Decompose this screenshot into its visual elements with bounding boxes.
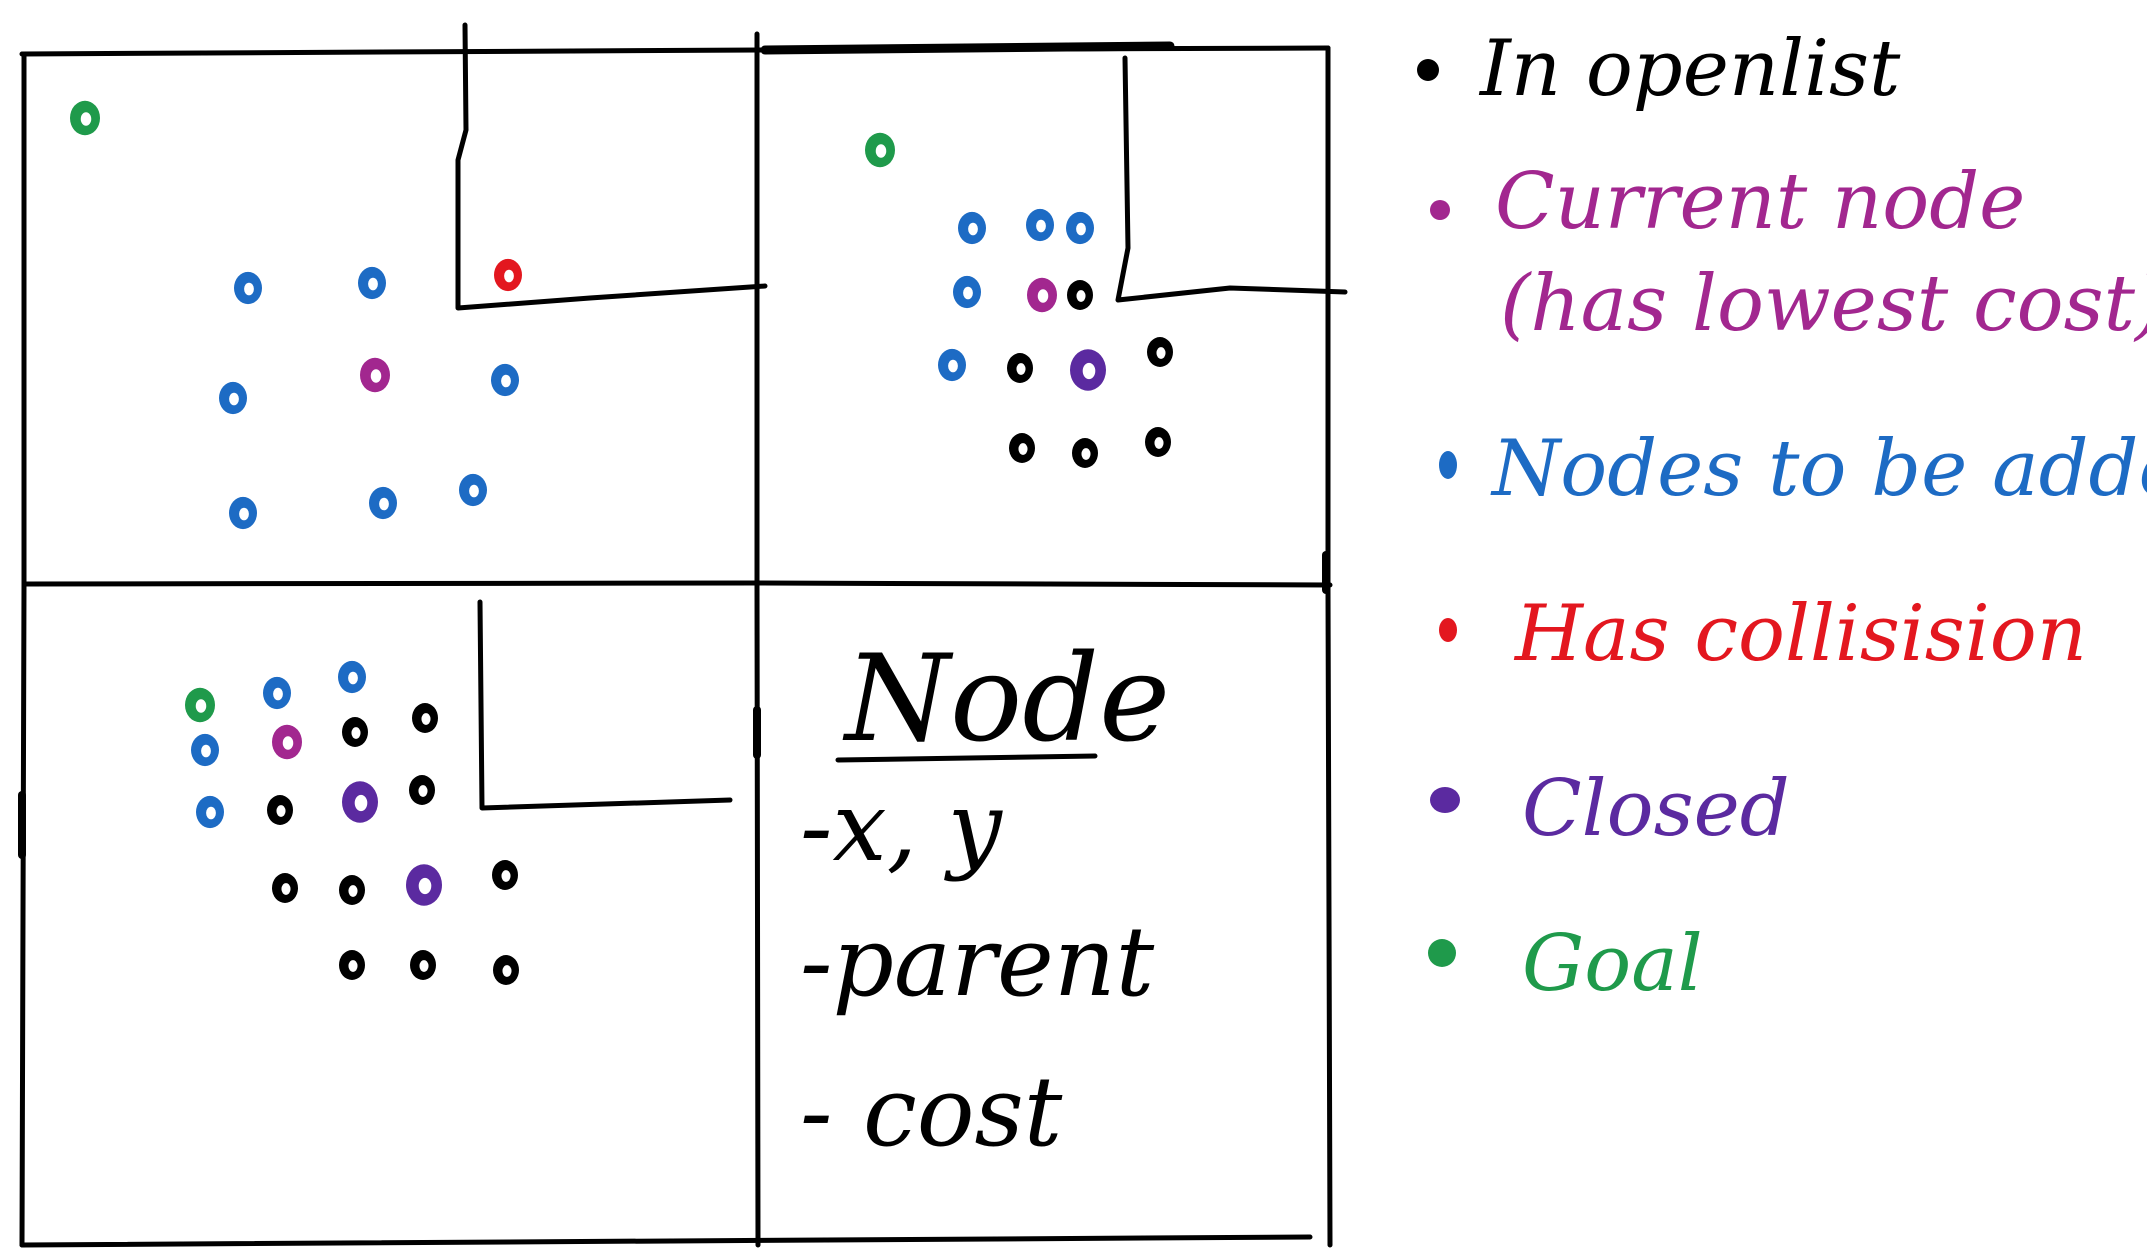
panel-step-3 bbox=[185, 660, 519, 985]
step-2-dot-highlight bbox=[1016, 363, 1026, 375]
step-3-dot-highlight bbox=[348, 671, 358, 685]
step-3-dot-highlight bbox=[348, 960, 358, 972]
step-1-dot-highlight bbox=[379, 497, 389, 511]
step-2-dot-highlight bbox=[963, 286, 973, 300]
step-3-dot-highlight bbox=[206, 806, 216, 820]
legend-item-open: In openlist bbox=[1417, 24, 1901, 114]
wall-panel-3 bbox=[477, 599, 733, 811]
legend-item-goal: Goal bbox=[1428, 919, 1703, 1009]
step-2-dot-highlight bbox=[1082, 362, 1096, 380]
legend-dot-collision bbox=[1439, 618, 1457, 642]
step-2-dot-highlight bbox=[1036, 219, 1046, 233]
wall-panel-1 bbox=[455, 22, 768, 311]
legend: In openlist Current node (has lowest cos… bbox=[1417, 24, 2147, 1009]
legend-label-current-note: (has lowest cost) bbox=[1500, 259, 2147, 349]
step-1-dot-highlight bbox=[370, 369, 382, 383]
step-3-dot-highlight bbox=[354, 794, 368, 812]
legend-dot-closed bbox=[1430, 787, 1460, 813]
step-3-dot-highlight bbox=[348, 885, 358, 897]
step-3-dot-highlight bbox=[418, 785, 428, 797]
step-2-dot-highlight bbox=[1156, 347, 1166, 359]
step-2-dot-highlight bbox=[968, 222, 978, 236]
step-3-dot-highlight bbox=[282, 736, 294, 750]
frame-top-left bbox=[19, 47, 763, 57]
step-2-dot-highlight bbox=[948, 359, 958, 373]
legend-dot-open bbox=[1417, 59, 1439, 81]
step-2-dot-highlight bbox=[1076, 222, 1086, 236]
frame-left-edge bbox=[19, 51, 27, 1248]
frame-middle-horizontal bbox=[21, 580, 1333, 588]
legend-item-current: Current node (has lowest cost) bbox=[1430, 157, 2147, 349]
legend-dot-to-add bbox=[1439, 451, 1457, 479]
step-1-dot-highlight bbox=[368, 277, 378, 291]
node-field-xy: -x, y bbox=[800, 771, 1004, 883]
legend-item-closed: Closed bbox=[1430, 764, 1790, 854]
legend-label-goal: Goal bbox=[1522, 919, 1703, 1009]
legend-item-collision: Has collisision bbox=[1439, 589, 2087, 679]
step-3-dot-highlight bbox=[273, 687, 283, 701]
step-3-dot-highlight bbox=[419, 960, 429, 972]
frame-top-thick bbox=[760, 41, 1175, 55]
legend-dot-goal bbox=[1428, 939, 1456, 967]
step-2-dot-highlight bbox=[1076, 290, 1086, 302]
step-3-dot-highlight bbox=[276, 805, 286, 817]
step-3-dot-highlight bbox=[501, 870, 511, 882]
step-1-dot-highlight bbox=[80, 112, 92, 126]
step-2-dot-highlight bbox=[1018, 443, 1028, 455]
step-1-dot-highlight bbox=[469, 484, 479, 498]
node-field-parent: -parent bbox=[800, 906, 1155, 1018]
step-1-dot-highlight bbox=[229, 392, 239, 406]
step-2-dot-highlight bbox=[1037, 289, 1049, 303]
node-field-cost: - cost bbox=[800, 1056, 1063, 1168]
step-1-dot-highlight bbox=[244, 282, 254, 296]
step-1-dot-highlight bbox=[239, 507, 249, 521]
legend-label-to-add: Nodes to be added bbox=[1490, 424, 2147, 514]
step-3-dot-highlight bbox=[351, 727, 361, 739]
step-3-dot-highlight bbox=[195, 699, 207, 713]
frame-right-edge bbox=[1325, 45, 1333, 1248]
walls bbox=[455, 22, 1348, 811]
node-description: Node -x, y -parent - cost bbox=[800, 630, 1170, 1168]
step-3-dot-highlight bbox=[418, 877, 432, 895]
step-3-dot-highlight bbox=[502, 965, 512, 977]
node-title-underline bbox=[835, 753, 1098, 763]
step-1-dot-highlight bbox=[501, 374, 511, 388]
legend-label-closed: Closed bbox=[1522, 764, 1790, 854]
wall-panel-2 bbox=[1115, 55, 1348, 303]
legend-label-current: Current node bbox=[1495, 157, 2025, 247]
step-3-dot-highlight bbox=[421, 713, 431, 725]
step-3-dot-highlight bbox=[201, 744, 211, 758]
frame-middle-vertical bbox=[754, 31, 761, 1248]
legend-item-to-add: Nodes to be added bbox=[1439, 424, 2147, 514]
node-title: Node bbox=[842, 630, 1170, 769]
legend-label-collision: Has collisision bbox=[1513, 589, 2087, 679]
legend-label-open: In openlist bbox=[1478, 24, 1901, 114]
step-3-dot-highlight bbox=[281, 883, 291, 895]
panel-step-2 bbox=[865, 132, 1173, 468]
step-2-dot-highlight bbox=[1081, 448, 1091, 460]
step-2-dot-highlight bbox=[875, 144, 887, 158]
legend-dot-current bbox=[1430, 200, 1450, 220]
grid-frame bbox=[18, 31, 1333, 1248]
step-2-dot-highlight bbox=[1154, 437, 1164, 449]
step-1-dot-highlight bbox=[504, 269, 514, 283]
frame-bottom-edge bbox=[19, 1234, 1313, 1248]
panel-step-1 bbox=[70, 100, 522, 530]
